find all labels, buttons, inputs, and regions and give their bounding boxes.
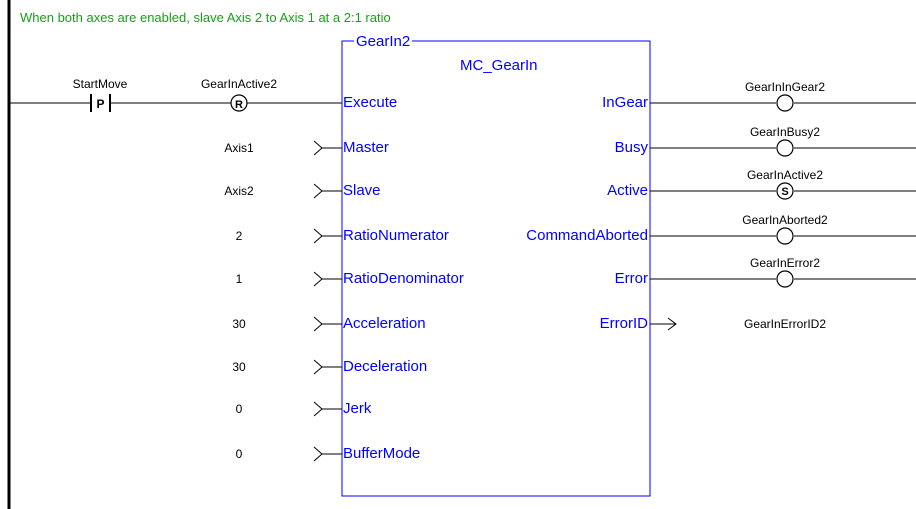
output-pin-busy: Busy	[614, 139, 648, 156]
coil-type-symbol: S	[781, 186, 788, 198]
input-arrow-icon	[313, 140, 323, 156]
input-pin-execute: Execute	[343, 94, 398, 111]
p-contact-icon: P	[90, 94, 111, 112]
rung-comment: When both axes are enabled, slave Axis 2…	[20, 10, 391, 25]
input-pin-acceleration: Acceleration	[343, 315, 426, 332]
coil-label-active: GearInActive2	[746, 168, 824, 182]
input-pin-rationumerator: RatioNumerator	[343, 227, 449, 244]
input-pin-buffermode: BufferMode	[343, 445, 421, 462]
coil-label-busy: GearInBusy2	[749, 125, 821, 139]
output-pin-commandaborted: CommandAborted	[526, 227, 648, 244]
output-pin-active: Active	[607, 182, 648, 199]
contact-label-startmove: StartMove	[72, 77, 128, 91]
block-type-name: MC_GearIn	[460, 57, 538, 74]
coil-label-ingear: GearInInGear2	[744, 80, 826, 94]
input-pin-master: Master	[343, 139, 389, 156]
input-value-slave: Axis2	[224, 184, 254, 198]
coil-icon	[776, 139, 794, 157]
input-value-buffermode: 0	[235, 447, 243, 461]
coil-icon	[776, 182, 794, 200]
input-arrow-icon	[313, 183, 323, 199]
output-pin-error: Error	[614, 270, 648, 287]
function-block-box	[341, 40, 651, 497]
coil-icon	[776, 270, 794, 288]
input-arrow-icon	[313, 228, 323, 244]
input-value-deceleration: 30	[232, 360, 246, 374]
input-arrow-icon	[313, 401, 323, 417]
output-pin-ingear: InGear	[602, 94, 648, 111]
coil-label-error: GearInError2	[749, 256, 821, 270]
block-instance-name: GearIn2	[356, 33, 411, 50]
output-variable-errorid: GearInErrorID2	[743, 317, 827, 331]
input-value-acceleration: 30	[232, 317, 246, 331]
input-arrow-icon	[313, 316, 323, 332]
input-pin-ratiodenominator: RatioDenominator	[343, 270, 464, 287]
input-pin-deceleration: Deceleration	[343, 358, 428, 375]
input-arrow-icon	[313, 359, 323, 375]
block-title-gap	[354, 34, 412, 46]
coil-icon	[776, 94, 794, 112]
coil-label-commandaborted: GearInAborted2	[742, 213, 828, 227]
input-value-jerk: 0	[235, 402, 243, 416]
input-pin-jerk: Jerk	[343, 400, 372, 417]
r-contact-symbol: R	[235, 99, 243, 111]
output-arrow-icon	[667, 317, 677, 331]
input-arrow-icon	[313, 271, 323, 287]
input-arrow-icon	[313, 446, 323, 462]
p-contact-symbol: P	[96, 97, 104, 111]
input-pin-slave: Slave	[343, 182, 381, 199]
input-value-rationumerator: 2	[235, 229, 243, 243]
coil-icon	[776, 227, 794, 245]
input-value-ratiodenominator: 1	[235, 272, 243, 286]
output-pin-errorid: ErrorID	[599, 315, 648, 332]
input-value-master: Axis1	[224, 141, 254, 155]
contact-label-gearinactive2: GearInActive2	[200, 77, 278, 91]
r-contact-icon: R	[224, 94, 254, 112]
